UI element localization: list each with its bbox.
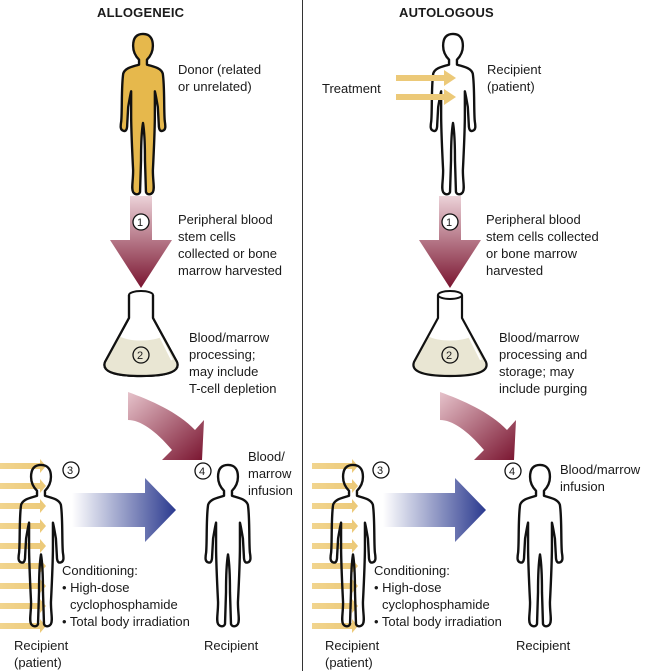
- recipient-figure-icon: [516, 463, 564, 628]
- treatment-rays-icon: [396, 70, 456, 105]
- irradiation-rays-icon: [0, 459, 46, 633]
- step3-badge: [372, 461, 390, 479]
- text-line: T-cell depletion: [189, 381, 277, 396]
- step3-number: 3: [67, 465, 74, 477]
- step2-text: Blood/marrow processing; may include T-c…: [189, 329, 276, 397]
- infusion-arrow-icon: [383, 478, 486, 542]
- text-line: marrow harvested: [178, 263, 283, 278]
- text-line: Blood/marrow: [189, 330, 270, 345]
- step3-badge: [62, 461, 80, 479]
- step2-number: 2: [446, 350, 453, 362]
- flask-icon: [103, 290, 179, 378]
- conditioning-item: cyclophosphamide: [382, 597, 490, 612]
- label-line: Recipient: [14, 638, 69, 653]
- text-line: may include: [189, 364, 259, 379]
- conditioning-title: Conditioning:: [62, 563, 138, 578]
- step4-number: 4: [509, 466, 516, 478]
- text-line: or bone marrow: [486, 246, 578, 261]
- label-line: (patient): [14, 655, 62, 670]
- text-line: harvested: [486, 263, 544, 278]
- panel-divider: [302, 0, 303, 671]
- text-line: processing and: [499, 347, 588, 362]
- flask-icon: [412, 290, 488, 378]
- donor-figure-icon: [119, 32, 167, 196]
- transfer-curve-arrow-icon: [128, 392, 204, 460]
- conditioning-text: Conditioning: • High-dose cyclophosphami…: [374, 562, 502, 630]
- label-line: Donor (related: [178, 62, 262, 77]
- label-line: Recipient: [325, 638, 380, 653]
- step2-badge: [132, 346, 150, 364]
- text-line: infusion: [560, 479, 605, 494]
- label-line: (patient): [487, 79, 535, 94]
- step3-number: 3: [377, 465, 384, 477]
- text-line: stem cells: [178, 229, 236, 244]
- conditioning-title: Conditioning:: [374, 563, 450, 578]
- recipient-label: Recipient: [516, 638, 571, 653]
- conditioning-item: • Total body irradiation: [62, 614, 190, 629]
- step1-badge: [441, 213, 459, 231]
- step1-badge: [132, 213, 150, 231]
- step1-text: Peripheral blood stem cells collected or…: [178, 211, 282, 279]
- label-line: (patient): [325, 655, 373, 670]
- text-line: marrow: [248, 466, 292, 481]
- panel-title: ALLOGENEIC: [97, 5, 185, 20]
- text-line: processing;: [189, 347, 256, 362]
- allogeneic-panel: [0, 32, 252, 633]
- step4-number: 4: [199, 466, 206, 478]
- harvest-arrow-icon: [110, 196, 172, 288]
- step2-badge: [441, 346, 459, 364]
- conditioning-text: Conditioning: • High-dose cyclophosphami…: [62, 562, 190, 630]
- text-line: storage; may: [499, 364, 575, 379]
- infusion-arrow-icon: [72, 478, 176, 542]
- infusion-text: Blood/marrow infusion: [560, 461, 640, 495]
- label-line: Recipient: [487, 62, 542, 77]
- step1-number: 1: [446, 217, 453, 229]
- step4-badge: [194, 462, 212, 480]
- conditioning-item: cyclophosphamide: [70, 597, 178, 612]
- text-line: include purging: [499, 381, 588, 396]
- autologous-panel: [312, 32, 564, 633]
- panel-title: AUTOLOGOUS: [399, 5, 494, 20]
- recipient-patient-label: Recipient (patient): [325, 637, 379, 671]
- step2-number: 2: [137, 350, 144, 362]
- text-line: Blood/marrow: [560, 462, 641, 477]
- text-line: infusion: [248, 483, 293, 498]
- conditioning-item: • High-dose: [374, 580, 442, 595]
- patient-figure-icon: [429, 32, 477, 196]
- text-line: Peripheral blood: [486, 212, 581, 227]
- text-line: Blood/: [248, 449, 285, 464]
- donor-label: Donor (related or unrelated): [178, 61, 261, 95]
- recipient-label: Recipient: [204, 638, 259, 653]
- recipient-figure-icon: [204, 463, 252, 628]
- label-line: or unrelated): [178, 79, 252, 94]
- text-line: collected or bone: [178, 246, 278, 261]
- step2-text: Blood/marrow processing and storage; may…: [499, 329, 587, 397]
- infusion-text: Blood/ marrow infusion: [248, 448, 293, 499]
- conditioning-item: • Total body irradiation: [374, 614, 502, 629]
- step4-badge: [504, 462, 522, 480]
- transfer-curve-arrow-icon: [440, 392, 516, 460]
- harvest-arrow-icon: [419, 196, 481, 288]
- conditioning-item: • High-dose: [62, 580, 130, 595]
- patient-label: Recipient (patient): [487, 61, 541, 95]
- text-line: Peripheral blood: [178, 212, 273, 227]
- recipient-patient-label: Recipient (patient): [14, 637, 68, 671]
- step1-text: Peripheral blood stem cells collected or…: [486, 211, 599, 279]
- step1-number: 1: [137, 217, 144, 229]
- treatment-label: Treatment: [322, 81, 381, 96]
- text-line: Blood/marrow: [499, 330, 580, 345]
- text-line: stem cells collected: [486, 229, 599, 244]
